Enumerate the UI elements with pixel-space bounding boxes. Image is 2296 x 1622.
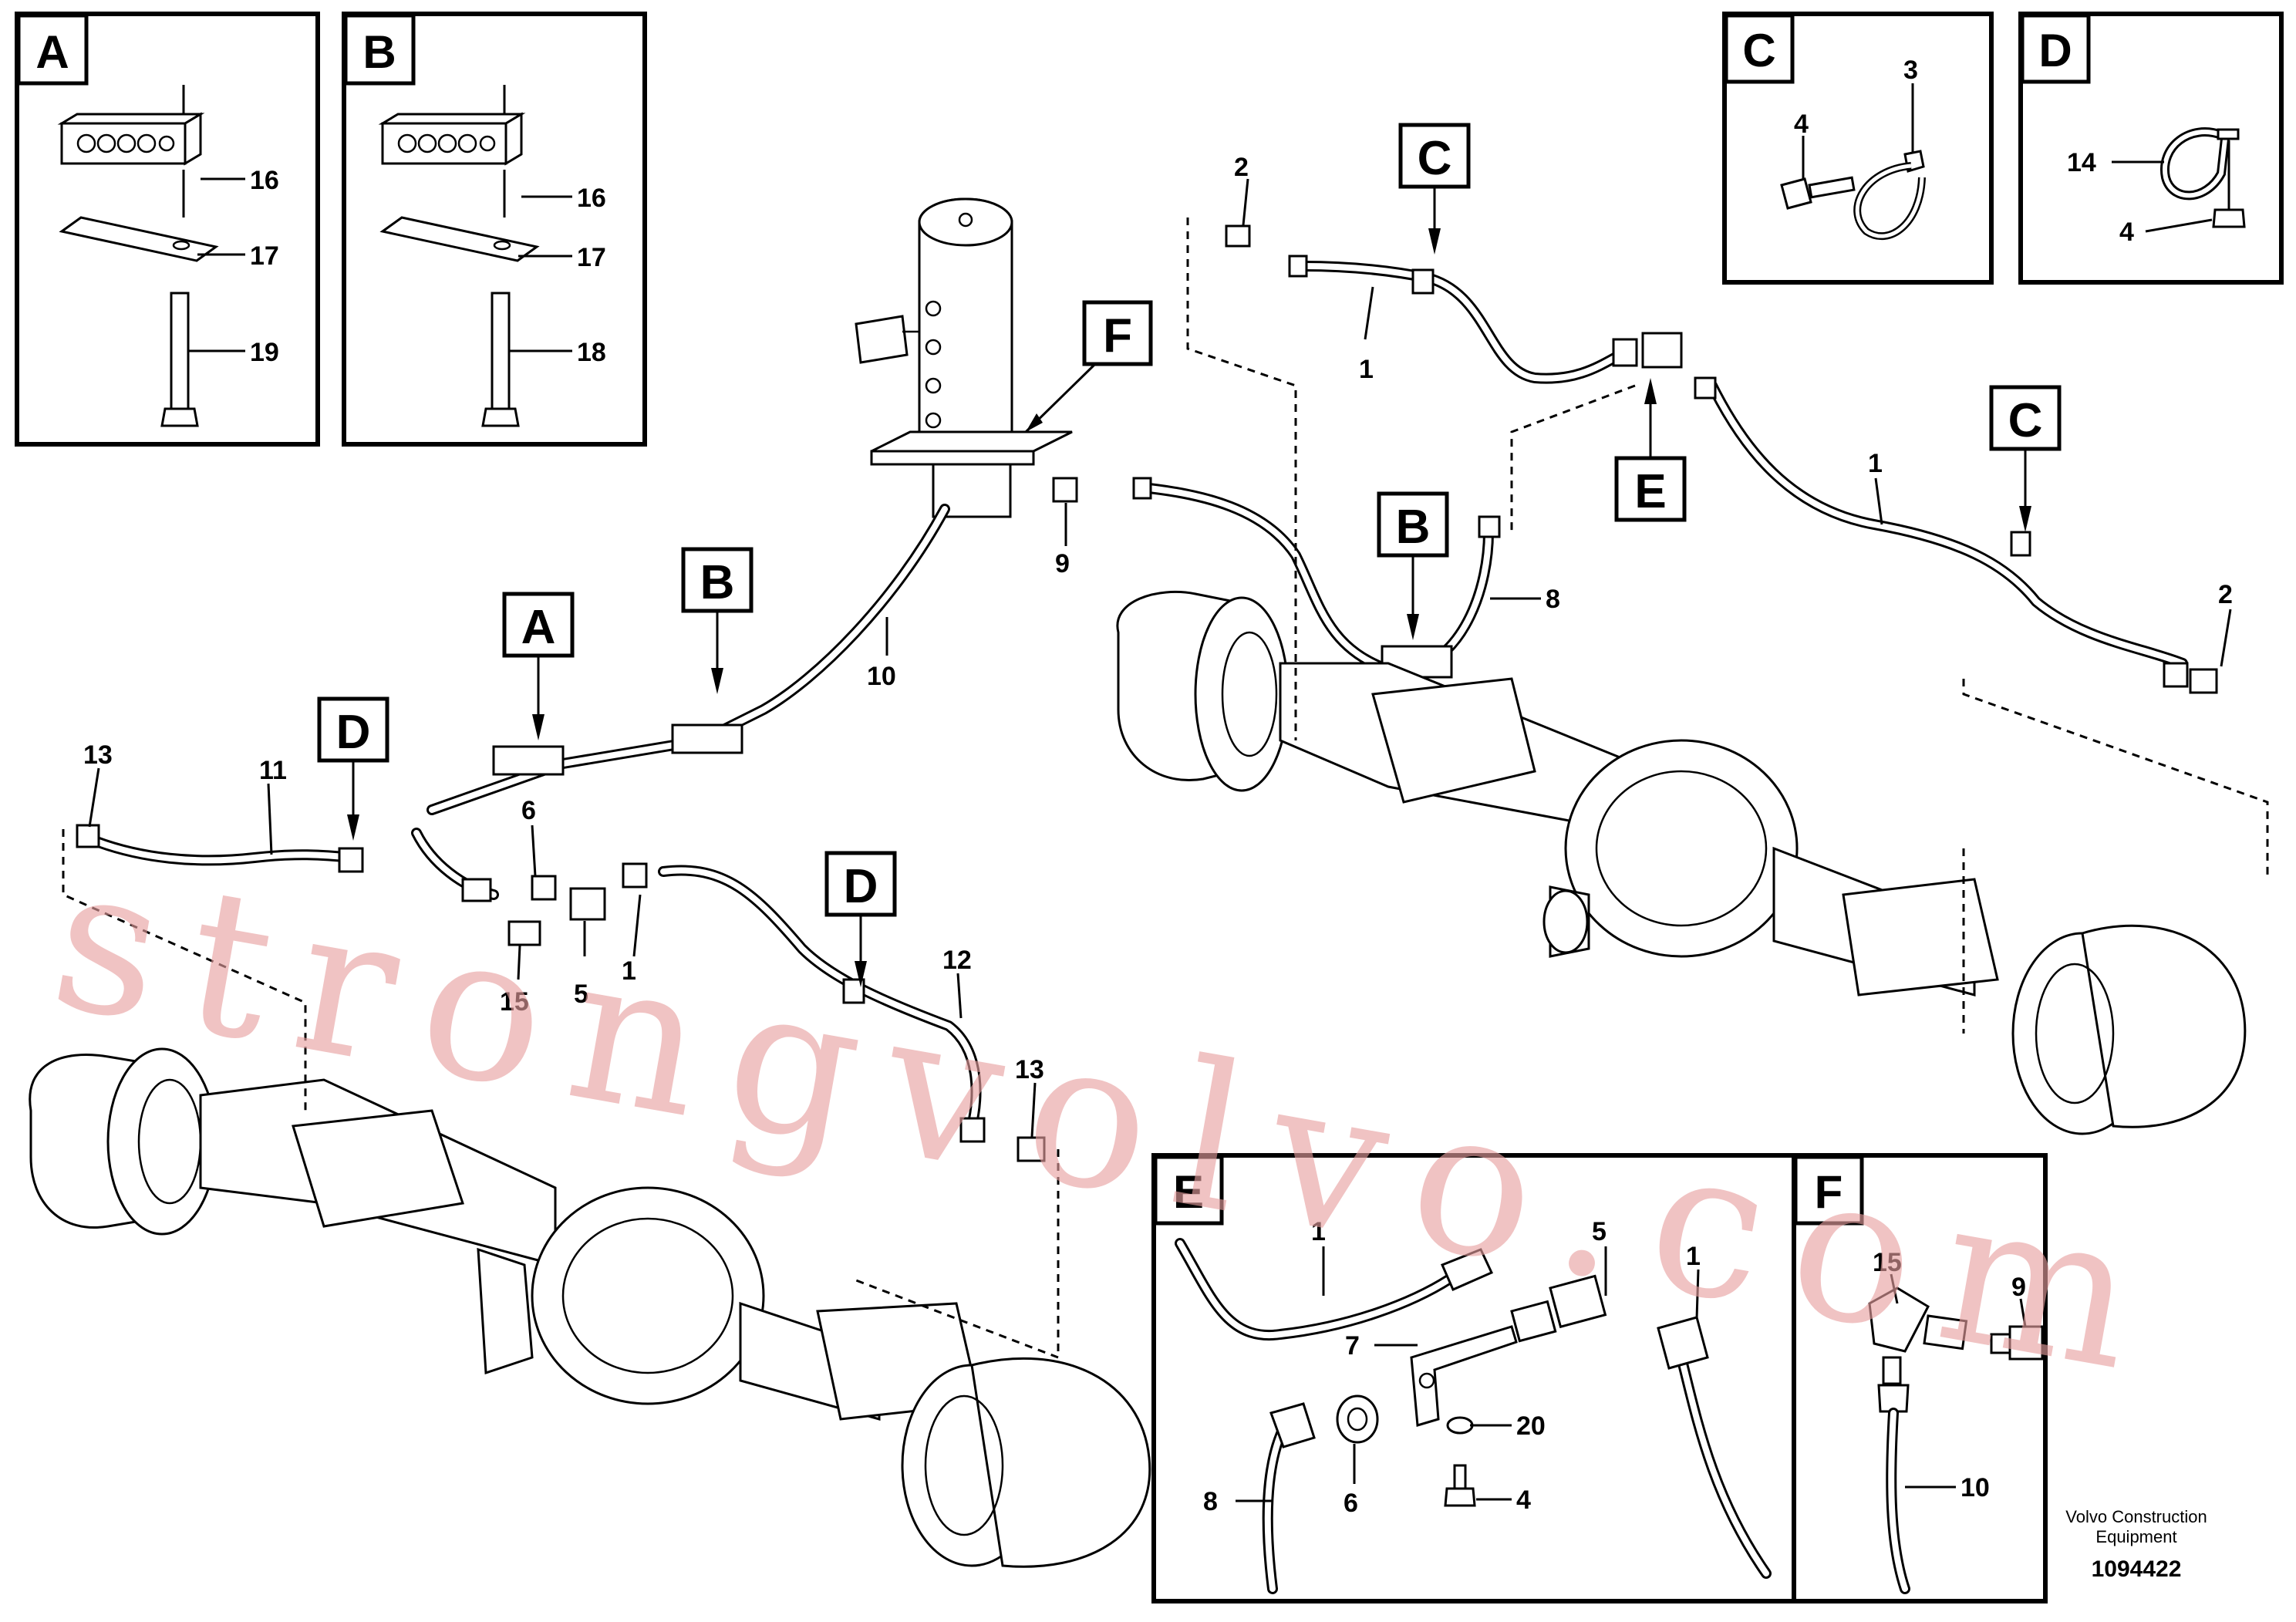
svg-text:B: B — [1396, 501, 1431, 554]
main-callouts: 2 1 1 2 8 9 10 13 11 6 1 12 15 5 13 — [83, 153, 2233, 1138]
washer-icon — [1446, 1416, 1474, 1435]
detail-box-a-letter: A — [35, 26, 69, 78]
callout-6: 6 — [1344, 1489, 1358, 1518]
view-marker-f: F — [1024, 300, 1153, 433]
hose-10-icon — [1877, 1356, 1910, 1594]
clamp-block-icon — [378, 85, 526, 166]
callout-4: 4 — [2119, 218, 2134, 247]
callout-9: 9 — [1055, 549, 1070, 578]
hose-1-icon — [1175, 1238, 1494, 1341]
callout-15: 15 — [500, 987, 529, 1017]
callout-4: 4 — [1794, 110, 1809, 139]
detail-box-f: F 15 9 10 — [1792, 1153, 2048, 1603]
callout-8: 8 — [1203, 1487, 1218, 1516]
callout-14: 14 — [2067, 148, 2096, 177]
bolt-icon — [2212, 140, 2246, 228]
detail-box-c: C 3 4 — [1722, 12, 1994, 285]
hose-routing — [76, 224, 2218, 1162]
callout-3: 3 — [1903, 56, 1918, 85]
callout-17: 17 — [250, 241, 279, 271]
view-marker-b-right: B — [1377, 491, 1449, 640]
reference-lines — [62, 218, 2269, 1360]
view-marker-a: A — [502, 592, 575, 740]
company-name-line1: Volvo Construction — [2065, 1507, 2207, 1526]
detail-box-e-letter: E — [1173, 1166, 1204, 1218]
detail-box-d-letter: D — [2038, 25, 2072, 76]
callout-16: 16 — [250, 166, 279, 195]
callout-9: 9 — [2011, 1273, 2026, 1302]
detail-box-b: B 16 17 18 — [342, 12, 647, 447]
bolt-icon — [481, 292, 520, 427]
callout-6: 6 — [521, 796, 536, 825]
tee-fitting-icon — [1510, 1274, 1607, 1343]
callout-1: 1 — [1359, 355, 1374, 384]
clamp-plate-icon — [379, 170, 540, 262]
bolt-icon — [160, 292, 199, 427]
view-marker-b-left: B — [681, 547, 754, 694]
svg-text:D: D — [844, 860, 878, 913]
svg-text:F: F — [1103, 309, 1132, 363]
callout-1: 1 — [1686, 1242, 1701, 1271]
callout-15: 15 — [1873, 1248, 1902, 1277]
callout-8: 8 — [1546, 585, 1560, 614]
drawing-footer: Volvo Construction Equipment 1094422 — [2065, 1507, 2207, 1582]
bolt-icon — [1780, 176, 1856, 210]
svg-text:C: C — [2008, 394, 2043, 447]
svg-text:C: C — [1418, 132, 1452, 185]
svg-text:B: B — [700, 556, 735, 609]
callout-1: 1 — [622, 956, 636, 986]
callout-1: 1 — [1311, 1217, 1326, 1246]
callout-5: 5 — [574, 980, 588, 1009]
detail-box-a: A 16 17 19 — [15, 12, 320, 447]
view-marker-d-left: D — [317, 696, 389, 841]
nut-icon — [1336, 1394, 1379, 1444]
callout-16: 16 — [577, 184, 606, 213]
callout-13: 13 — [1015, 1055, 1044, 1084]
callout-4: 4 — [1516, 1485, 1531, 1515]
callout-2: 2 — [1234, 153, 1249, 182]
view-marker-c-right: C — [1989, 385, 2062, 532]
drawing-number: 1094422 — [2092, 1556, 2182, 1582]
company-name-line2: Equipment — [2095, 1527, 2176, 1546]
callout-20: 20 — [1516, 1411, 1546, 1441]
callout-12: 12 — [942, 946, 972, 975]
view-marker-d-right: D — [824, 851, 897, 987]
hose-right-icon — [1657, 1316, 1772, 1579]
callout-2: 2 — [2218, 580, 2233, 609]
detail-box-d: D 14 4 — [2018, 12, 2284, 285]
clamp-plate-icon — [59, 170, 219, 262]
swivel-unit-icon — [855, 197, 1073, 518]
detail-box-b-letter: B — [362, 26, 396, 78]
view-marker-e: E — [1614, 378, 1687, 522]
callout-5: 5 — [1592, 1217, 1607, 1246]
callout-7: 7 — [1345, 1331, 1360, 1361]
p-clamp-icon — [2159, 127, 2240, 201]
callout-1: 1 — [1868, 449, 1883, 478]
svg-text:D: D — [336, 706, 371, 759]
rear-axle-icon — [1116, 590, 2247, 1135]
svg-text:E: E — [1634, 465, 1666, 518]
callout-13: 13 — [83, 740, 113, 770]
clamp-block-icon — [57, 85, 205, 166]
front-axle-icon — [29, 1047, 1151, 1568]
detail-box-e: E — [1151, 1153, 1796, 1603]
hose-clip-icon — [1853, 150, 1926, 241]
elbow-fitting-icon — [1868, 1286, 1968, 1353]
bolt-icon — [1444, 1464, 1476, 1507]
callout-18: 18 — [577, 338, 606, 367]
adapter-icon — [1990, 1325, 2044, 1361]
svg-text:A: A — [521, 601, 556, 654]
view-marker-c-top: C — [1398, 123, 1471, 255]
callout-10: 10 — [867, 662, 896, 691]
detail-box-c-letter: C — [1742, 25, 1775, 76]
callout-11: 11 — [259, 756, 287, 785]
callout-10: 10 — [1961, 1473, 1990, 1502]
detail-box-f-letter: F — [1815, 1166, 1843, 1218]
callout-17: 17 — [577, 243, 606, 272]
callout-19: 19 — [250, 338, 279, 367]
bracket-icon — [1410, 1325, 1518, 1427]
hose-8-icon — [1262, 1402, 1316, 1594]
